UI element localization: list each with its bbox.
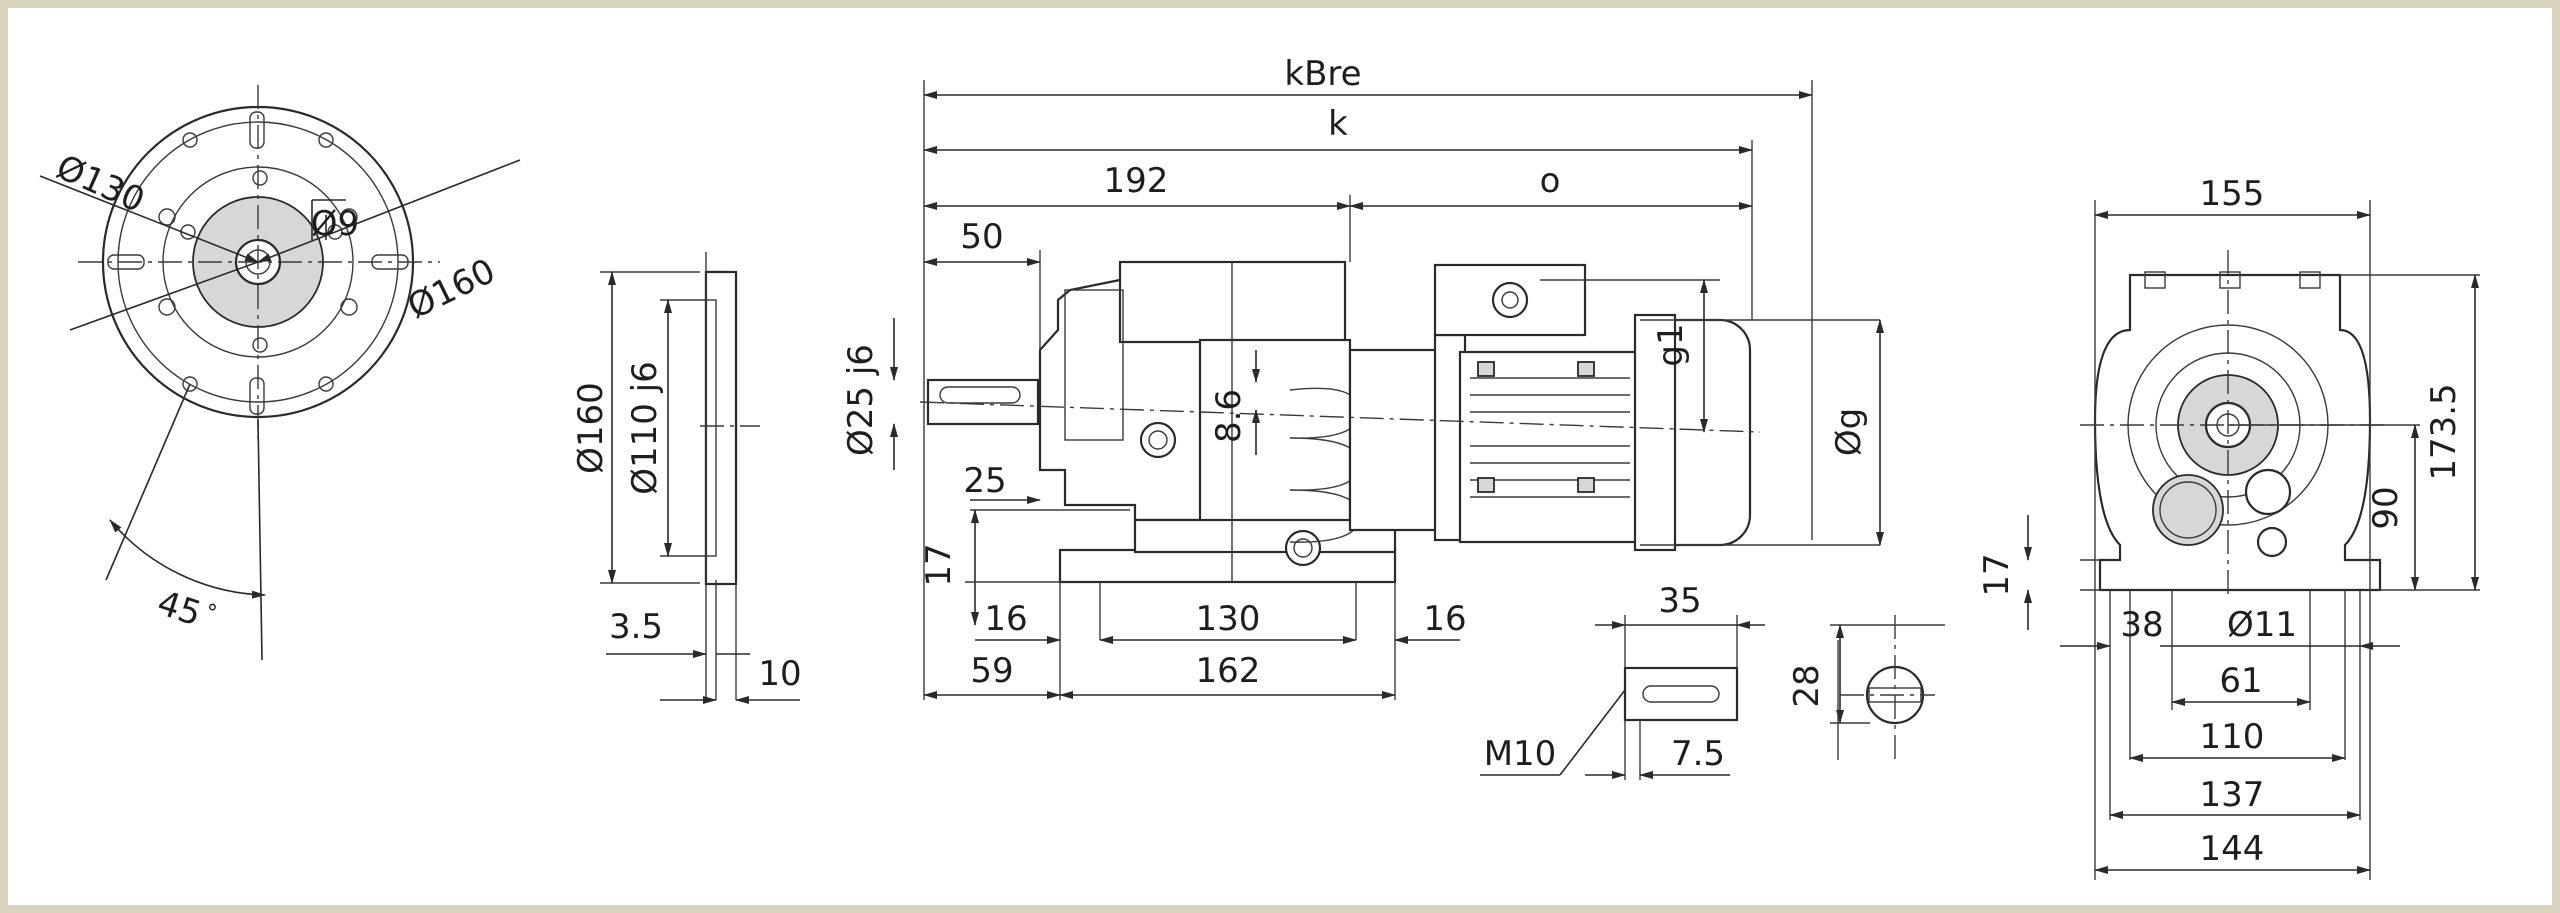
gearmotor-end-view: 155 173.5 90 17 38 Ø11 61 110 137 144 <box>1977 174 2480 880</box>
flange-diameter-label: Ø160 <box>571 382 611 474</box>
motor-diameter-label: Øg <box>1829 408 1869 456</box>
end-height-label: 173.5 <box>2424 383 2464 480</box>
dim-162-label: 162 <box>1196 651 1261 691</box>
key-length-label: 35 <box>1658 581 1701 621</box>
dim-17-label: 17 <box>919 543 959 586</box>
shaft-height-label-90: 90 <box>2366 486 2406 529</box>
foot-hole-label: Ø11 <box>2227 605 2297 645</box>
flange-front-view: Ø9 Ø130 Ø160 45° <box>39 85 521 661</box>
g1-label: g1 <box>1651 323 1691 366</box>
thread-label: M10 <box>1484 734 1557 774</box>
dim-192-label: 192 <box>1104 161 1169 201</box>
flange-thickness-label: 3.5 <box>609 607 663 647</box>
dim-130-label: 130 <box>1196 599 1261 639</box>
dim-38-label: 38 <box>2120 605 2163 645</box>
k-label: k <box>1328 104 1348 144</box>
flange-side-view: Ø160 Ø110 j6 3.5 10 <box>571 252 802 704</box>
end-width-label: 155 <box>2200 174 2265 214</box>
dim-61-label: 61 <box>2219 661 2262 701</box>
dim-137-label: 137 <box>2200 775 2265 815</box>
dim-110-label: 110 <box>2200 717 2265 757</box>
shaft-height-label: 28 <box>1787 664 1827 707</box>
key-offset-label: 7.5 <box>1671 734 1725 774</box>
dim-8-6-label: 8.6 <box>1209 389 1249 443</box>
dim-25-label: 25 <box>963 461 1006 501</box>
dim-144-label: 144 <box>2200 829 2265 869</box>
kbre-label: kBre <box>1284 54 1361 94</box>
key-detail: 35 M10 7.5 28 <box>1480 581 1945 780</box>
dim-16b-label: 16 <box>1423 599 1466 639</box>
shaft-diameter-label: Ø25 j6 <box>841 344 881 456</box>
foot-thickness-label: 17 <box>1977 553 2017 596</box>
spigot-diameter-label: Ø110 j6 <box>625 361 665 495</box>
gearmotor-front-view: kBre k 192 o 50 Ø25 j6 8.6 g1 Øg 25 17 1… <box>841 54 1884 700</box>
dim-16a-label: 16 <box>984 599 1027 639</box>
o-label: o <box>1540 161 1561 201</box>
hole-diameter-label: Ø9 <box>311 204 359 244</box>
flange-width-label: 10 <box>758 654 801 694</box>
dim-59-label: 59 <box>970 651 1013 691</box>
dim-50-label: 50 <box>960 217 1003 257</box>
